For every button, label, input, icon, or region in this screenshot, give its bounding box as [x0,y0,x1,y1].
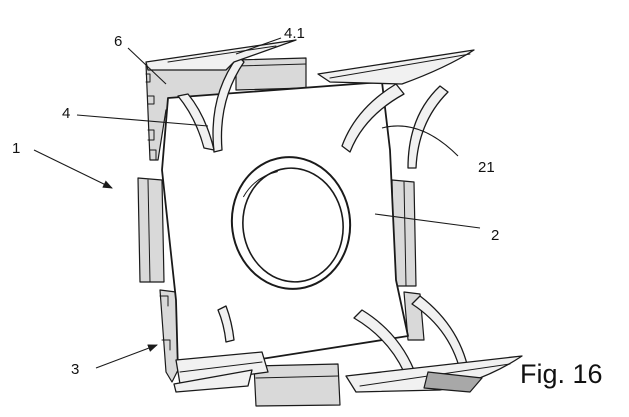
center-ring [230,156,352,290]
blade-bottom-left [173,305,269,393]
figure-caption: Fig. 16 [520,359,603,389]
reference-arrows [33,149,158,369]
lower-left-frame [159,289,179,383]
ref-label-2: 2 [491,227,499,244]
ref-label-3: 3 [71,361,79,378]
bottom-edge-bar [253,363,341,407]
blade-top-right [317,49,475,169]
blade-top-left [177,55,245,153]
vane-top-left [145,39,297,71]
ref-label-21: 21 [478,159,495,176]
leader-lines [76,37,481,229]
left-edge-bar [137,177,165,283]
ref-label-6: 6 [114,33,122,50]
ref-label-1: 1 [12,140,20,157]
blade-bottom-right [345,295,523,393]
top-edge-bar [235,57,307,91]
ref-label-4-1: 4.1 [284,25,305,42]
ref-label-4: 4 [62,105,70,122]
